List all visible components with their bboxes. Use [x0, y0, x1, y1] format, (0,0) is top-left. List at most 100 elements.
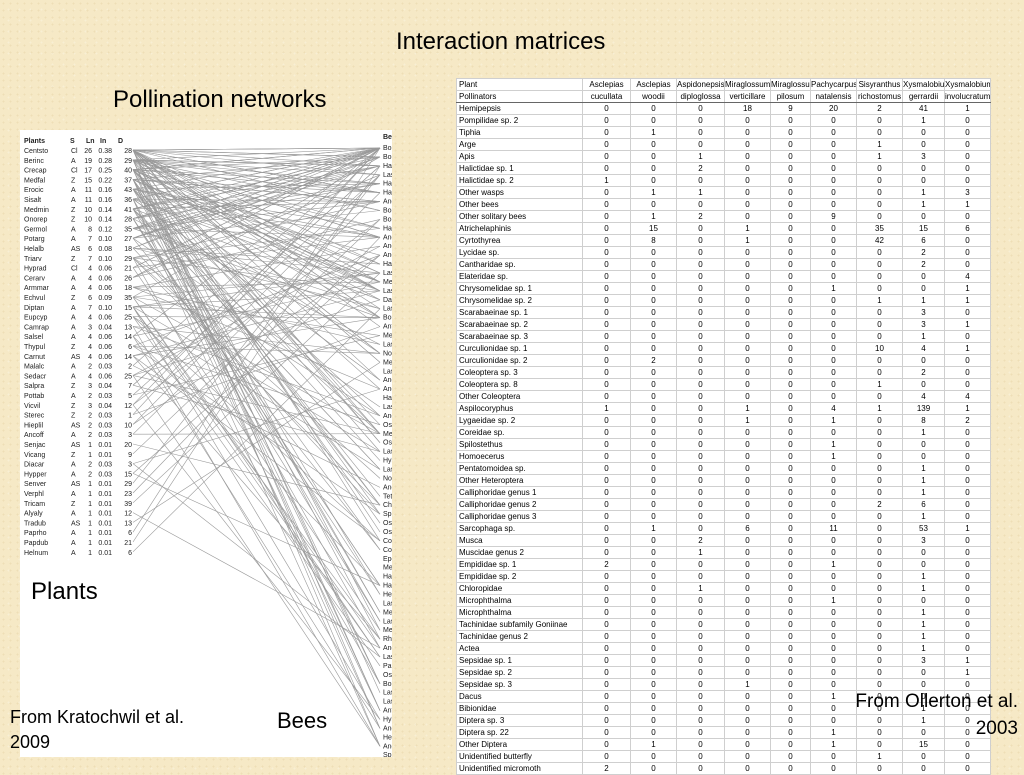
matrix-cell: 0: [583, 151, 631, 163]
matrix-row-label: Dacus: [457, 691, 583, 703]
matrix-cell: 0: [771, 427, 811, 439]
matrix-cell: 0: [677, 511, 725, 523]
matrix-cell: 0: [677, 355, 725, 367]
matrix-row-label: Actea: [457, 643, 583, 655]
matrix-cell: 0: [631, 679, 677, 691]
matrix-cell: 0: [725, 571, 771, 583]
matrix-row-label: Calliphoridae genus 2: [457, 499, 583, 511]
matrix-cell: 0: [857, 511, 903, 523]
matrix-cell: 0: [771, 403, 811, 415]
matrix-cell: 0: [583, 631, 631, 643]
bee-name: Halles: [383, 190, 392, 197]
plant-name: Salpra: [24, 383, 44, 390]
matrix-cell: 0: [811, 547, 857, 559]
matrix-cell: 0: [631, 175, 677, 187]
matrix-row-label: Cyrtothyrea: [457, 235, 583, 247]
plant-name: Senjac: [24, 442, 46, 449]
matrix-cell: 0: [725, 643, 771, 655]
matrix-cell: 0: [725, 451, 771, 463]
matrix-cell: 0: [725, 427, 771, 439]
matrix-cell: 0: [631, 559, 677, 571]
matrix-cell: 0: [631, 655, 677, 667]
matrix-row-label: Pentatomoidea sp.: [457, 463, 583, 475]
matrix-cell: 0: [725, 367, 771, 379]
plant-stat: Z: [71, 344, 76, 351]
matrix-cell: 0: [857, 619, 903, 631]
matrix-cell: 0: [583, 355, 631, 367]
matrix-cell: 0: [945, 619, 991, 631]
plant-stat: A: [71, 305, 76, 312]
matrix-cell: 0: [771, 547, 811, 559]
matrix-cell: 0: [583, 415, 631, 427]
matrix-cell: 0: [811, 487, 857, 499]
matrix-cell: 2: [857, 103, 903, 115]
plant-stat: 0.22: [98, 177, 112, 184]
matrix-cell: 2: [945, 415, 991, 427]
matrix-row-label: Other wasps: [457, 187, 583, 199]
bee-name: Lasaer: [383, 404, 392, 411]
matrix-cell: 0: [771, 451, 811, 463]
plant-stat: A: [71, 373, 76, 380]
matrix-cell: 0: [811, 307, 857, 319]
plant-stat: 7: [88, 256, 92, 263]
network-link: [133, 317, 380, 666]
matrix-cell: 0: [631, 271, 677, 283]
matrix-cell: 0: [771, 151, 811, 163]
network-links: [133, 148, 380, 746]
matrix-cell: 0: [725, 355, 771, 367]
matrix-cell: 1: [631, 187, 677, 199]
plant-stat: A: [71, 550, 76, 557]
matrix-cell: 0: [583, 211, 631, 223]
matrix-cell: 0: [857, 451, 903, 463]
matrix-cell: 1: [903, 631, 945, 643]
network-link: [133, 148, 380, 238]
matrix-row-label: Other Diptera: [457, 739, 583, 751]
matrix-cell: 1: [811, 283, 857, 295]
matrix-row-label: Sepsidae sp. 1: [457, 655, 583, 667]
matrix-cell: 0: [631, 511, 677, 523]
bee-name: Haltum: [383, 395, 392, 402]
plant-name: Germol: [24, 226, 47, 233]
matrix-row-label: Scarabaeinae sp. 1: [457, 307, 583, 319]
bee-name: Andfal: [383, 484, 392, 491]
matrix-cell: 1: [677, 583, 725, 595]
bee-name: Andcha: [383, 413, 392, 420]
matrix-row-label: Unidentified micromoth: [457, 763, 583, 775]
bee-name: Bomsyl: [383, 315, 392, 322]
plant-name: Senver: [24, 481, 47, 488]
matrix-cell: 1: [945, 103, 991, 115]
matrix-row-label: Calliphoridae genus 1: [457, 487, 583, 499]
matrix-cell: 0: [631, 463, 677, 475]
matrix-cell: 1: [945, 655, 991, 667]
matrix-cell: 0: [903, 559, 945, 571]
matrix-row-label: Homoecerus: [457, 451, 583, 463]
matrix-cell: 0: [945, 571, 991, 583]
plant-stat: 11: [85, 187, 92, 194]
matrix-cell: 0: [725, 631, 771, 643]
matrix-cell: 0: [677, 307, 725, 319]
plant-stat: 1: [88, 530, 92, 537]
plant-stat: 1: [88, 501, 92, 508]
plant-stat: A: [71, 158, 76, 165]
matrix-row-label: Lygaeidae sp. 2: [457, 415, 583, 427]
matrix-cell: 1: [945, 343, 991, 355]
matrix-cell: 4: [811, 403, 857, 415]
matrix-cell: 0: [857, 247, 903, 259]
plant-stat: 0.01: [98, 530, 112, 537]
matrix-cell: Asclepias: [583, 79, 631, 91]
matrix-cell: 0: [677, 691, 725, 703]
matrix-cell: 0: [903, 547, 945, 559]
bee-name: Osmadu: [383, 422, 392, 429]
bee-name: Melleo: [383, 279, 392, 286]
plant-stat: 37: [124, 177, 132, 184]
matrix-cell: 0: [945, 607, 991, 619]
plant-stat: A: [71, 334, 76, 341]
matrix-cell: 0: [857, 127, 903, 139]
matrix-cell: 0: [811, 175, 857, 187]
